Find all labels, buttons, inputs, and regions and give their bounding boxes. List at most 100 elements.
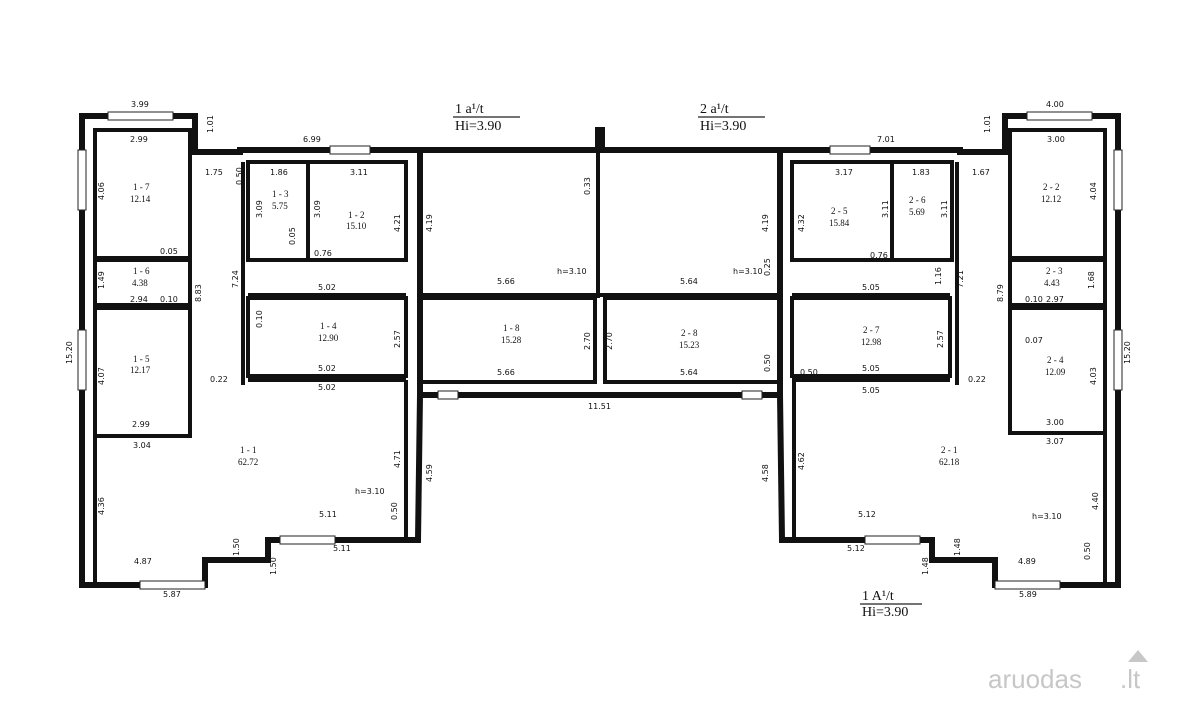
room-2-3-outline bbox=[1008, 258, 1107, 307]
dim-label: 4.19 bbox=[761, 214, 770, 232]
dim-label: 0.50 bbox=[800, 368, 818, 377]
dim-label: 0.07 bbox=[1025, 336, 1043, 345]
height-label: h=3.10 bbox=[355, 487, 385, 496]
dim-label: 5.64 bbox=[680, 368, 698, 377]
dim-label: 7.24 bbox=[231, 270, 240, 288]
header-1a-label: 1 a¹/t bbox=[455, 102, 484, 117]
dim-label: 7.21 bbox=[956, 270, 965, 288]
dim-label: 4.89 bbox=[1018, 557, 1036, 566]
dim-label: 1.83 bbox=[912, 168, 930, 177]
room-2-7-id: 2 - 7 bbox=[863, 325, 880, 335]
room-1-8-area: 15.28 bbox=[501, 335, 522, 345]
room-1-3-area: 5.75 bbox=[272, 201, 288, 211]
dim-label: 5.02 bbox=[318, 364, 336, 373]
dim-label: 2.99 bbox=[132, 420, 150, 429]
room-1-4-outline bbox=[246, 296, 408, 378]
room-2-3-area: 4.43 bbox=[1044, 278, 1060, 288]
room-2-1-area: 62.18 bbox=[939, 457, 960, 467]
dimension-labels-vertical: 4.06 0.50 3.09 3.09 0.05 4.21 4.19 1.49 … bbox=[65, 115, 1132, 575]
dim-label: 1.50 bbox=[232, 538, 241, 556]
dim-label: 1.68 bbox=[1087, 271, 1096, 289]
room-1-5-area: 12.17 bbox=[130, 365, 151, 375]
room-2-5-id: 2 - 5 bbox=[831, 206, 848, 216]
room-1-6-outline bbox=[93, 258, 192, 307]
dim-label: 4.00 bbox=[1046, 100, 1064, 109]
watermark: aruodas .lt bbox=[988, 650, 1148, 694]
dim-label: 4.58 bbox=[761, 464, 770, 482]
room-1-8-id: 1 - 8 bbox=[503, 323, 520, 333]
dim-label: 5.11 bbox=[333, 544, 351, 553]
dim-label: 4.87 bbox=[134, 557, 152, 566]
dim-label: 2.70 bbox=[605, 332, 614, 350]
dim-label: 1.16 bbox=[934, 267, 943, 285]
dim-label: 0.50 bbox=[390, 502, 399, 520]
dim-label: 4.03 bbox=[1089, 367, 1098, 385]
height-label: h=3.10 bbox=[1032, 512, 1062, 521]
dim-label: 3.00 bbox=[1047, 135, 1065, 144]
room-1-2-area: 15.10 bbox=[346, 221, 367, 231]
room-2-2-id: 2 - 2 bbox=[1043, 182, 1060, 192]
dim-label: 4.32 bbox=[797, 214, 806, 232]
dim-label: 4.19 bbox=[425, 214, 434, 232]
room-2-6-area: 5.69 bbox=[909, 207, 925, 217]
dim-label: 3.09 bbox=[255, 200, 264, 218]
dim-label: 5.12 bbox=[847, 544, 865, 553]
watermark-text: aruodas bbox=[988, 664, 1082, 694]
dim-label: 4.06 bbox=[97, 182, 106, 200]
dim-label: 3.11 bbox=[350, 168, 368, 177]
room-2-4-area: 12.09 bbox=[1045, 367, 1066, 377]
dim-label: 5.05 bbox=[862, 386, 880, 395]
room-1-7-area: 12.14 bbox=[130, 194, 151, 204]
header-2a: 2 a¹/t Hi=3.90 bbox=[698, 102, 765, 134]
room-2-7-outline bbox=[790, 296, 952, 378]
dim-label: 0.50 bbox=[235, 167, 244, 185]
watermark-suffix: .lt bbox=[1120, 664, 1141, 694]
dim-label: 3.99 bbox=[131, 100, 149, 109]
dim-label: 0.10 bbox=[160, 295, 178, 304]
dim-label: 1.50 bbox=[269, 557, 278, 575]
header-1a: 1 a¹/t Hi=3.90 bbox=[453, 102, 520, 134]
dim-label: 1.86 bbox=[270, 168, 288, 177]
dim-label: 5.11 bbox=[319, 510, 337, 519]
room-labels: 1 - 7 12.14 1 - 6 4.38 1 - 5 12.17 1 - 3… bbox=[130, 182, 1066, 521]
dim-label: 0.05 bbox=[288, 227, 297, 245]
dim-label: 5.05 bbox=[862, 283, 880, 292]
room-1-4-area: 12.90 bbox=[318, 333, 339, 343]
room-2-2-area: 12.12 bbox=[1041, 194, 1061, 204]
dim-label: 5.12 bbox=[858, 510, 876, 519]
dim-label: 5.89 bbox=[1019, 590, 1037, 599]
header-1A-label: 1 A¹/t bbox=[862, 589, 894, 604]
dim-label: 4.36 bbox=[97, 497, 106, 515]
house-icon bbox=[1128, 650, 1148, 662]
dim-label: 15.20 bbox=[65, 341, 74, 364]
dim-label: 5.66 bbox=[497, 277, 515, 286]
dim-label: 2.57 bbox=[936, 330, 945, 348]
room-1-6-area: 4.38 bbox=[132, 278, 148, 288]
dim-label: 1.67 bbox=[972, 168, 990, 177]
dim-label: 4.71 bbox=[393, 450, 402, 468]
room-1-3-id: 1 - 3 bbox=[272, 189, 289, 199]
dim-label: 1.01 bbox=[983, 115, 992, 133]
windows bbox=[77, 111, 1123, 590]
dim-label: 1.01 bbox=[206, 115, 215, 133]
room-1-8-outline bbox=[418, 296, 597, 384]
dim-label: 2.70 bbox=[583, 332, 592, 350]
dim-label: 4.21 bbox=[393, 214, 402, 232]
dim-label: 1.48 bbox=[921, 557, 930, 575]
dim-label: 3.04 bbox=[133, 441, 151, 450]
outer-wall-center bbox=[420, 127, 780, 153]
dim-label: 1.49 bbox=[97, 271, 106, 289]
room-2-5-area: 15.84 bbox=[829, 218, 850, 228]
room-2-8-area: 15.23 bbox=[679, 340, 700, 350]
dim-label: 5.64 bbox=[680, 277, 698, 286]
dim-label: 1.48 bbox=[953, 538, 962, 556]
dim-label: 1.75 bbox=[205, 168, 223, 177]
room-1-6-id: 1 - 6 bbox=[133, 266, 150, 276]
dim-label: 2.97 bbox=[1046, 295, 1064, 304]
dim-label: 0.22 bbox=[210, 375, 228, 384]
room-1-2-id: 1 - 2 bbox=[348, 210, 365, 220]
room-2-6-id: 2 - 6 bbox=[909, 195, 926, 205]
dim-label: 0.10 bbox=[1025, 295, 1043, 304]
room-2-3-id: 2 - 3 bbox=[1046, 266, 1063, 276]
